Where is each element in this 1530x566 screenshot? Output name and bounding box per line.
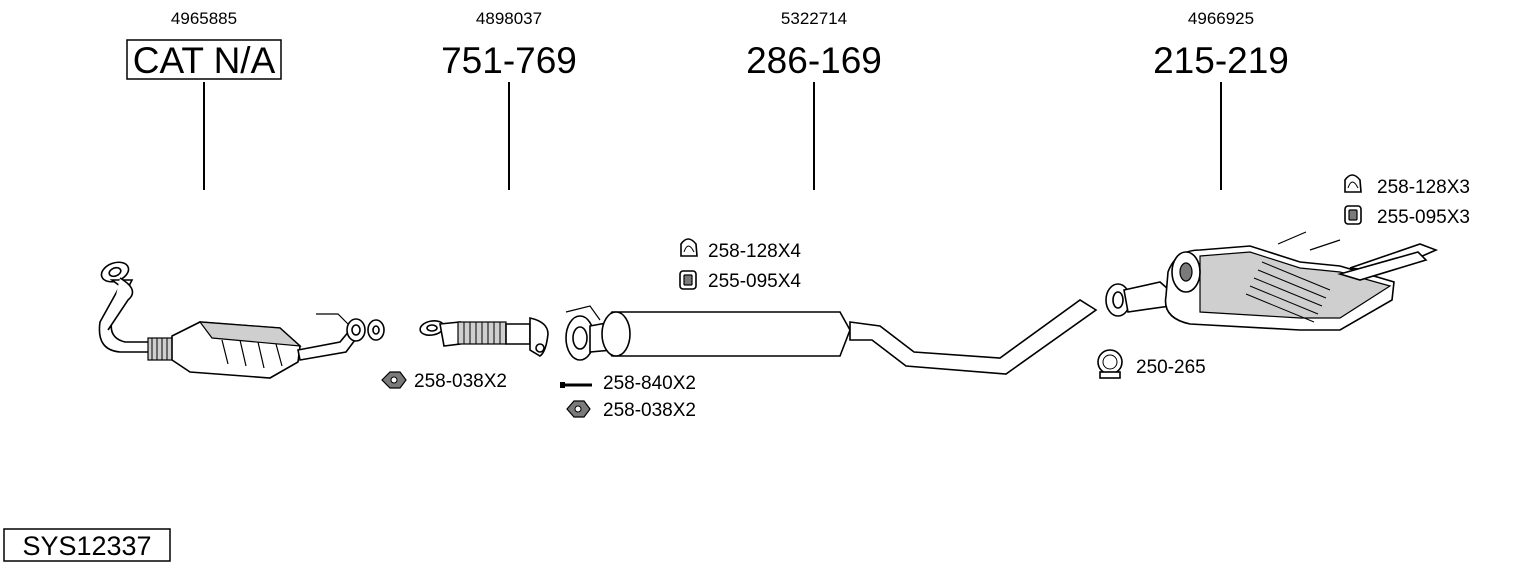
hanger-icon (1344, 174, 1362, 193)
accessory-rubber-rear[interactable]: 255-095X3 (1344, 205, 1470, 228)
accessory-label: 258-840X2 (603, 373, 696, 394)
part-number[interactable]: 286-169 (746, 40, 882, 81)
hanger-icon (680, 238, 698, 257)
accessory-label: 255-095X3 (1377, 207, 1470, 228)
accessory-label: 255-095X4 (708, 271, 801, 292)
accessory-nut-cat[interactable]: 258-038X2 (381, 371, 507, 392)
rear-silencer-drawing (1105, 231, 1439, 331)
part-number[interactable]: CAT N/A (133, 40, 276, 81)
section-catalytic-converter: 4965885 CAT N/A (126, 9, 282, 190)
accessory-label: 258-128X4 (708, 241, 801, 262)
accessory-label: 250-265 (1136, 357, 1206, 378)
accessory-label: 258-128X3 (1377, 177, 1470, 198)
part-number-box (126, 39, 282, 80)
front-pipe-drawing (419, 317, 549, 357)
section-front-pipe: 4898037 751-769 (441, 9, 577, 190)
oem-number: 4965885 (171, 9, 237, 28)
accessory-rubber-mid[interactable]: 255-095X4 (679, 270, 801, 292)
system-code: SYS12337 (22, 531, 151, 561)
accessory-label: 258-038X2 (603, 400, 696, 421)
accessory-clamp[interactable]: 250-265 (1097, 349, 1206, 379)
part-number[interactable]: 751-769 (441, 40, 577, 81)
accessory-bolt-mid[interactable]: 258-840X2 (560, 373, 696, 394)
system-code-badge: SYS12337 (3, 528, 171, 562)
section-middle-silencer: 5322714 286-169 (746, 9, 882, 190)
oem-number: 4966925 (1188, 9, 1254, 28)
section-rear-silencer: 4966925 215-219 (1153, 9, 1289, 190)
catalytic-converter-drawing (98, 261, 385, 379)
accessory-label: 258-038X2 (414, 371, 507, 392)
oem-number: 5322714 (781, 9, 847, 28)
accessory-hanger-rear[interactable]: 258-128X3 (1344, 174, 1470, 198)
accessory-hanger-mid[interactable]: 258-128X4 (680, 238, 801, 262)
accessory-nut-mid[interactable]: 258-038X2 (566, 400, 696, 421)
oem-number: 4898037 (476, 9, 542, 28)
part-number[interactable]: 215-219 (1153, 40, 1289, 81)
middle-silencer-drawing (565, 299, 1098, 375)
